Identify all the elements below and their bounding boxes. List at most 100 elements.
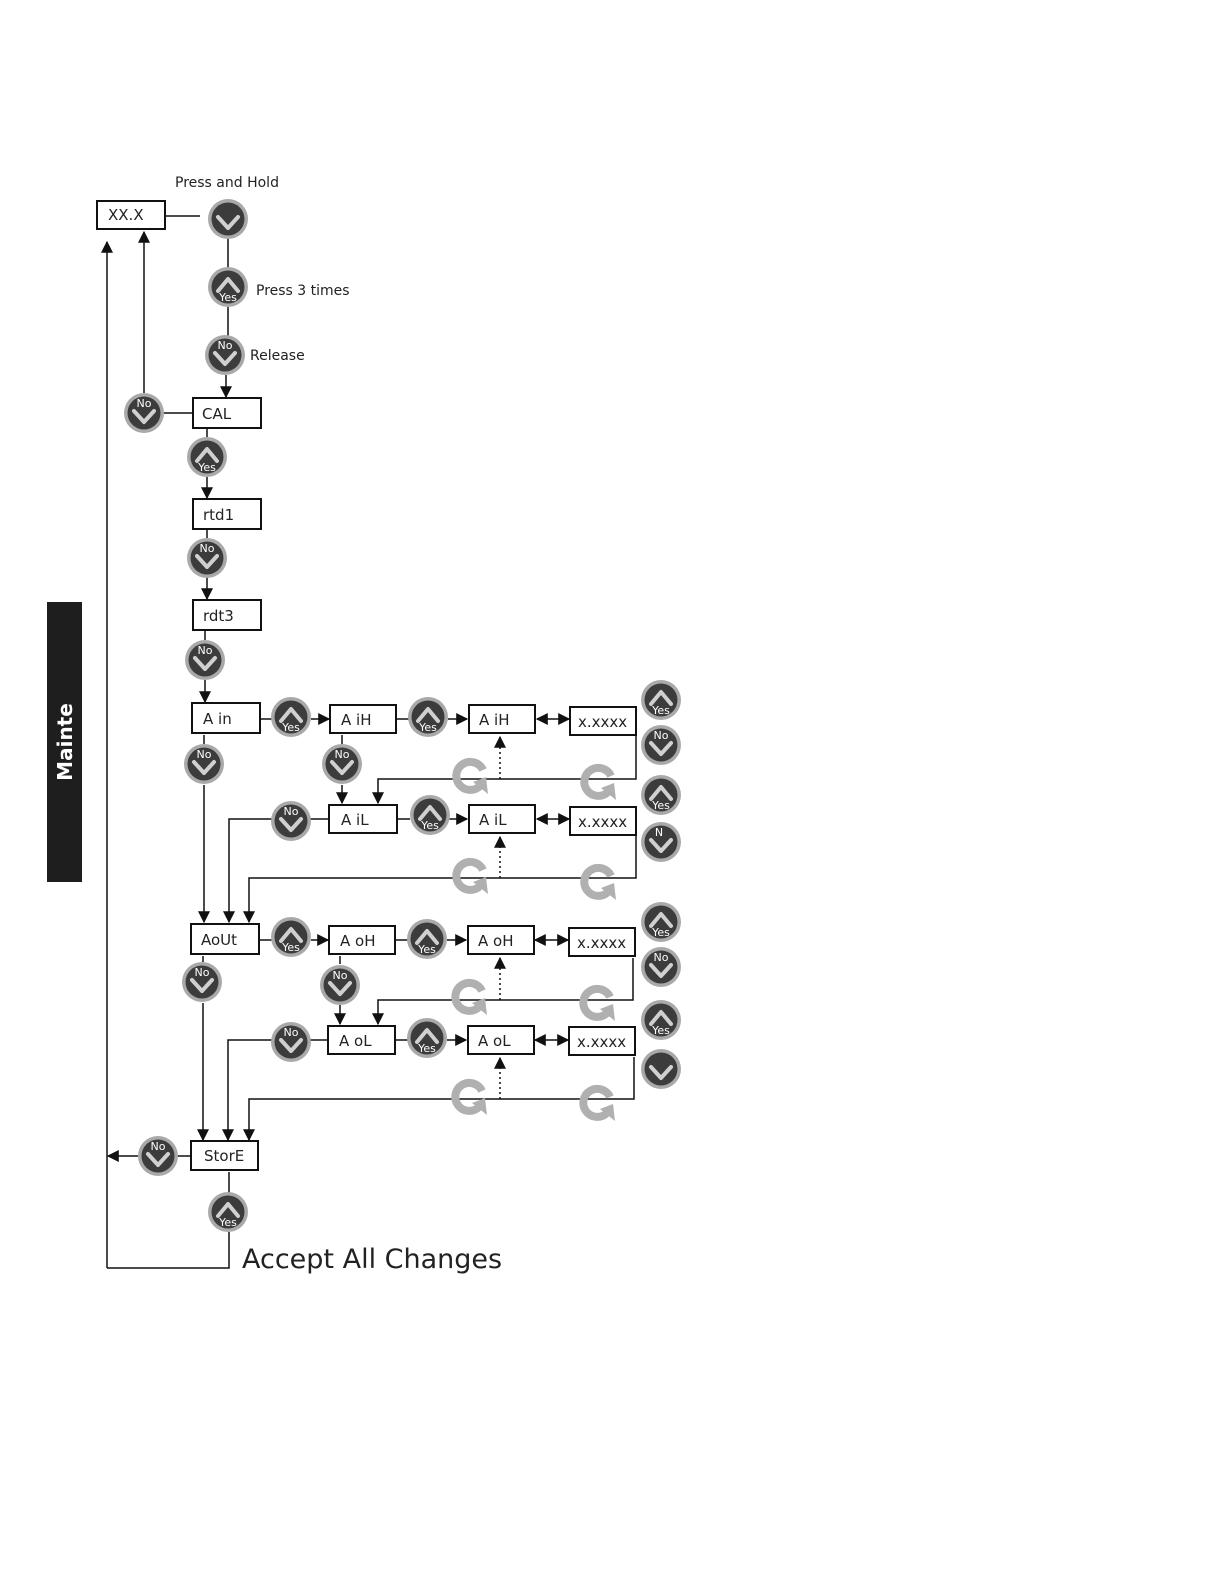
no-button-label: No (137, 397, 152, 410)
no-button-aol: No (271, 1022, 311, 1062)
yes-button-aih-adjust: Yes (641, 680, 681, 720)
yes-button-label: Yes (420, 819, 439, 832)
yes-button-press3: Yes (208, 267, 248, 307)
no-button-label: No (284, 805, 299, 818)
yes-button-label: Yes (197, 461, 216, 474)
display-ain-text: A in (203, 710, 232, 728)
accept-all-changes-label: Accept All Changes (242, 1244, 502, 1275)
yes-button-cal: Yes (187, 437, 227, 477)
display-cal: CAL (193, 398, 261, 428)
no-button-label: No (198, 644, 213, 657)
yes-button-label: Yes (281, 941, 300, 954)
display-store: StorE (191, 1141, 258, 1170)
no-button-aoh-adjust: No (641, 947, 681, 987)
display-xxx-text: XX.X (108, 206, 144, 224)
no-button-label: No (335, 748, 350, 761)
display-xxx: XX.X (97, 201, 165, 229)
yes-button-aol-adjust: Yes (641, 1000, 681, 1040)
no-button-label: No (333, 969, 348, 982)
down-button-hold (208, 199, 248, 239)
display-aih1: A iH (330, 705, 396, 733)
display-store-text: StorE (204, 1147, 244, 1165)
down-button-aol-adjust (641, 1049, 681, 1089)
no-button-aih-adjust: No (641, 725, 681, 765)
display-aoh-value: x.xxxx (569, 928, 635, 956)
display-ail2-text: A iL (479, 811, 507, 829)
display-aol-value: x.xxxx (569, 1027, 635, 1055)
display-ail1: A iL (329, 805, 397, 833)
cycle-icon (456, 762, 488, 794)
cycle-icon (583, 1089, 615, 1121)
no-button-label: No (654, 951, 669, 964)
yes-button-label: Yes (417, 1042, 436, 1055)
no-button-label: No (200, 542, 215, 555)
display-aout-text: AoUt (201, 931, 237, 949)
no-button-aout: No (182, 962, 222, 1002)
display-aih2-text: A iH (479, 711, 509, 729)
cycle-icon (584, 768, 616, 800)
display-rtd1-text: rtd1 (203, 506, 234, 524)
chevron-down-icon (641, 1049, 681, 1089)
no-button-store: No (138, 1136, 178, 1176)
yes-button-ail-adjust: Yes (641, 775, 681, 815)
no-button-label: No (654, 729, 669, 742)
no-button-cal: No (124, 393, 164, 433)
display-aol2: A oL (468, 1026, 534, 1054)
no-button-label: No (151, 1140, 166, 1153)
n-button-label: N (655, 826, 663, 839)
yes-button-label: Yes (651, 704, 670, 717)
no-button-label: No (197, 748, 212, 761)
display-rdt3-text: rdt3 (203, 607, 234, 625)
display-ail2: A iL (469, 805, 535, 833)
no-button-ail: No (271, 801, 311, 841)
no-button-rtd1: No (187, 538, 227, 578)
display-aoh2-text: A oH (478, 932, 514, 950)
n-button-ail-adjust: N (641, 822, 681, 862)
display-aih2: A iH (469, 705, 535, 733)
display-aol1-text: A oL (339, 1032, 372, 1050)
yes-button-aoh: Yes (407, 919, 447, 959)
no-button-ain: No (184, 744, 224, 784)
display-aol-value-text: x.xxxx (577, 1033, 626, 1051)
press-hold-label: Press and Hold (175, 175, 279, 191)
no-button-label: No (284, 1026, 299, 1039)
yes-button-label: Yes (281, 721, 300, 734)
display-aoh1: A oH (329, 926, 395, 954)
yes-button-aih: Yes (408, 697, 448, 737)
display-aoh-value-text: x.xxxx (577, 934, 626, 952)
yes-button-ail: Yes (410, 795, 450, 835)
yes-button-aout: Yes (271, 917, 311, 957)
yes-button-label: Yes (417, 943, 436, 956)
cycle-icon (584, 868, 616, 900)
yes-button-label: Yes (218, 1216, 237, 1229)
display-aih1-text: A iH (341, 711, 371, 729)
no-button-label: No (195, 966, 210, 979)
yes-button-ain: Yes (271, 697, 311, 737)
yes-button-label: Yes (218, 291, 237, 304)
no-button-aoh: No (320, 965, 360, 1005)
display-aout: AoUt (191, 924, 259, 954)
no-button-release: No (205, 335, 245, 375)
yes-button-label: Yes (651, 799, 670, 812)
yes-button-aoh-adjust: Yes (641, 902, 681, 942)
press-3-times-label: Press 3 times (256, 283, 350, 299)
display-aol1: A oL (328, 1026, 395, 1054)
no-button-rdt3: No (185, 640, 225, 680)
display-aoh2: A oH (468, 926, 534, 954)
display-aih-value: x.xxxx (570, 707, 636, 735)
release-label: Release (250, 348, 305, 364)
yes-button-store: Yes (208, 1192, 248, 1232)
cycle-icon (455, 983, 487, 1015)
display-aih-value-text: x.xxxx (578, 713, 627, 731)
yes-button-label: Yes (651, 1024, 670, 1037)
display-aoh1-text: A oH (340, 932, 376, 950)
no-button-label: No (218, 339, 233, 352)
display-aol2-text: A oL (478, 1032, 511, 1050)
display-rtd1: rtd1 (193, 499, 261, 529)
display-cal-text: CAL (202, 405, 232, 423)
display-ain: A in (192, 703, 260, 733)
cycle-icon (583, 989, 615, 1021)
display-rdt3: rdt3 (193, 600, 261, 630)
yes-button-label: Yes (651, 926, 670, 939)
